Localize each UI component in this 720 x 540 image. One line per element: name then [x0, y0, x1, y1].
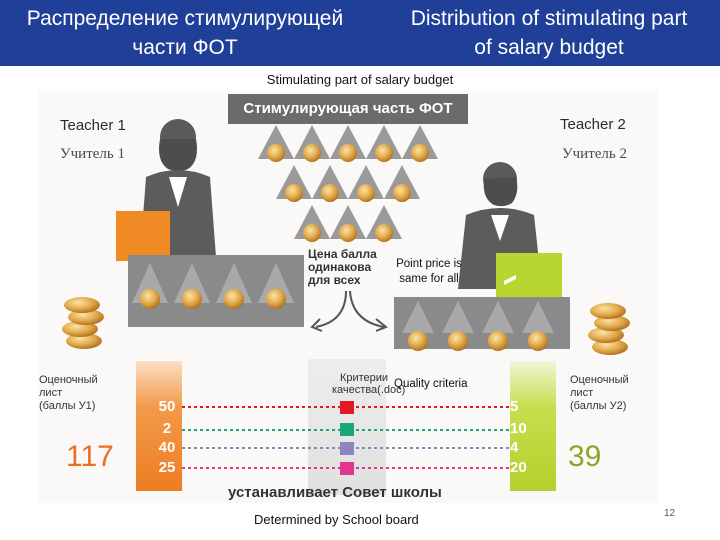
- teacher2-figure: [458, 162, 562, 299]
- infographic-panel: [38, 91, 658, 503]
- page-number: 12: [664, 508, 676, 519]
- teacher2-coin-tray: [394, 297, 570, 351]
- teacher2-label-ru: Учитель 2: [562, 146, 627, 162]
- score-sheet-left-line1: Оценочный: [39, 374, 98, 386]
- criteria-label-en: Quality criteria: [394, 378, 468, 390]
- score-sheet-left-line3: (баллы У1): [39, 400, 96, 412]
- teacher2-score-criterion-4: 20: [510, 459, 527, 476]
- budget-coin-pyramid: [258, 125, 438, 242]
- point-price-ru-line2: одинакова: [308, 260, 372, 274]
- teacher1-score-bar: [136, 361, 182, 491]
- teacher1-score-criterion-3: 40: [158, 439, 176, 456]
- title-english-line1: Distribution of stimulating part: [410, 7, 688, 30]
- point-price-ru-line1: Цена балла: [308, 247, 377, 261]
- slide-header: Распределение стимулирующей части ФОТ Di…: [0, 0, 720, 66]
- point-price-ru: Цена балла одинакова для всех: [308, 248, 388, 287]
- criterion-4-square: [340, 462, 354, 475]
- title-english: Distribution of stimulating part of sala…: [378, 4, 720, 62]
- criteria-label-ru-line1: Критерии: [339, 372, 389, 384]
- teacher2-score-criterion-3: 4: [510, 439, 519, 456]
- criteria-label-ru: Критерии качества(.doc): [332, 372, 406, 396]
- teacher1-figure: [116, 119, 216, 261]
- teacher1-score-criterion-2: 2: [162, 420, 172, 437]
- title-russian-line2: части ФОТ: [132, 36, 238, 59]
- score-sheet-right-line3: (баллы У2): [570, 400, 627, 412]
- equal-price-arrows: [310, 290, 388, 332]
- teacher2-score-criterion-2: 10: [510, 420, 527, 437]
- title-russian: Распределение стимулирующей части ФОТ: [0, 4, 370, 62]
- teacher1-coin-stack: [62, 297, 104, 349]
- point-price-ru-line3: для всех: [308, 273, 361, 287]
- teacher1-score-criterion-4: 25: [158, 459, 176, 476]
- title-english-line2: of salary budget: [474, 36, 624, 59]
- teacher1-score-criterion-1: 50: [158, 398, 176, 415]
- school-board-label-en: Determined by School board: [254, 512, 419, 527]
- infographic-drawing: [62, 119, 630, 495]
- point-price-en-line1: Point price is: [396, 258, 462, 270]
- stimulating-fund-banner: Стимулирующая часть ФОТ: [228, 94, 468, 124]
- point-price-en: Point price is same for all: [386, 257, 472, 287]
- teacher1-total-score: 117: [66, 440, 114, 473]
- budget-caption: Stimulating part of salary budget: [266, 72, 454, 87]
- teacher2-label-en: Teacher 2: [560, 116, 626, 133]
- score-sheet-label-right: Оценочный лист (баллы У2): [570, 374, 650, 413]
- point-price-en-line2: same for all: [399, 273, 459, 285]
- teacher2-coin-stack: [588, 303, 630, 355]
- criterion-3-square: [340, 442, 354, 455]
- criteria-label-ru-line2: качества(.doc): [332, 384, 406, 396]
- teacher1-label-ru: Учитель 1: [60, 146, 125, 162]
- criteria-squares: [340, 401, 354, 475]
- score-sheet-right-line2: лист: [570, 387, 594, 399]
- teacher2-score-bar: [510, 361, 556, 491]
- teacher1-coin-tray: [128, 255, 304, 327]
- criterion-2-square: [340, 423, 354, 436]
- score-sheet-label-left: Оценочный лист (баллы У1): [39, 374, 119, 413]
- criterion-1-square: [340, 401, 354, 414]
- teacher2-score-criterion-1: 5: [510, 398, 519, 415]
- title-russian-line1: Распределение стимулирующей: [26, 7, 344, 30]
- score-sheet-left-line2: лист: [39, 387, 63, 399]
- teacher1-label-en: Teacher 1: [60, 117, 126, 134]
- teacher2-total-score: 39: [568, 440, 602, 473]
- school-council-label-ru: устанавливает Совет школы: [228, 484, 442, 501]
- score-sheet-right-line1: Оценочный: [570, 374, 629, 386]
